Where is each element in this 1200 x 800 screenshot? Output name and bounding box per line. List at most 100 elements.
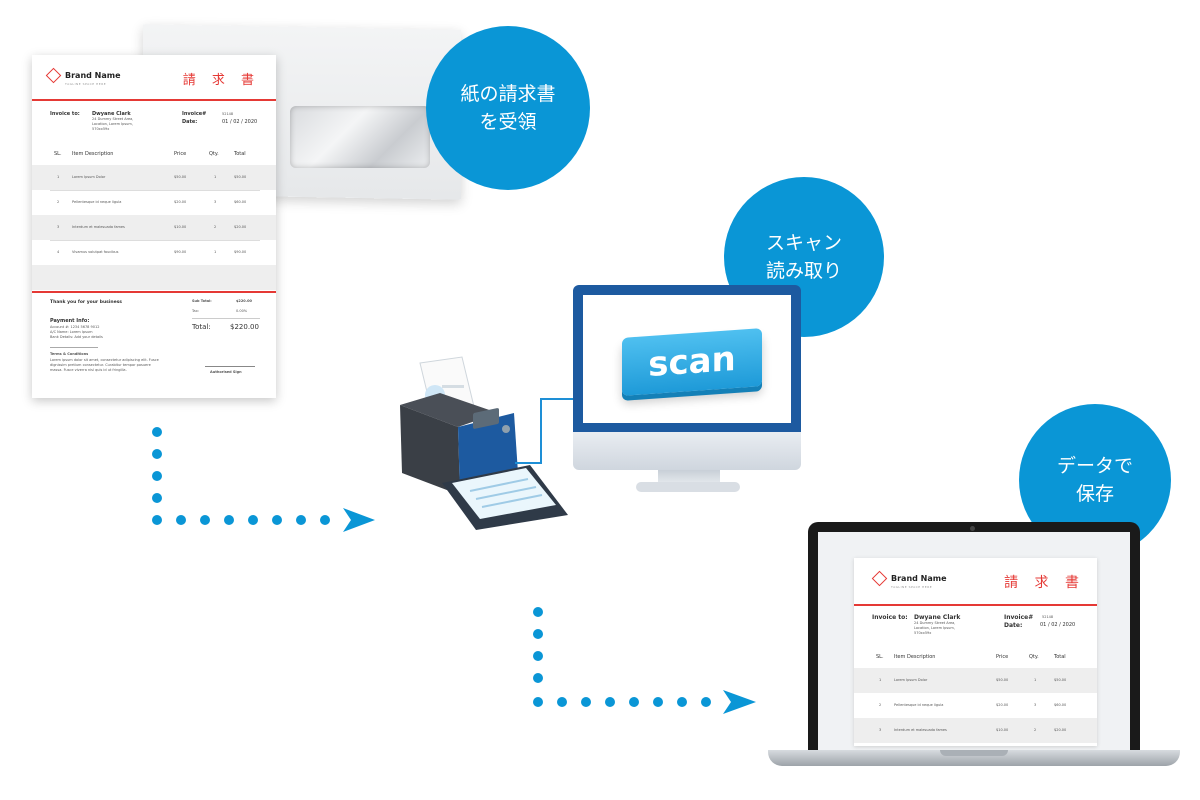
digital-client-name: Dwyane Clark <box>914 614 961 621</box>
row-total: $20.00 <box>234 225 247 229</box>
scan-button[interactable]: scan <box>622 328 762 396</box>
step-save-line2: 保存 <box>1075 483 1114 505</box>
row-bg-5 <box>32 265 276 290</box>
terms-line-2: dignissim pretium consectetur. Curabitur… <box>50 363 151 367</box>
row-sl: 2 <box>57 200 60 204</box>
row-sl: 3 <box>57 225 60 229</box>
row-qty: 1 <box>214 175 217 179</box>
row-sl: 3 <box>879 728 882 732</box>
digital-header-divider <box>854 604 1097 606</box>
row-desc: Lorem Ipsum Dolor <box>72 175 106 179</box>
digital-date-label: Date: <box>1004 622 1023 629</box>
row-price: $20.00 <box>996 703 1009 707</box>
row-price: $20.00 <box>174 200 187 204</box>
row-bg-3 <box>32 215 276 240</box>
scanned-line <box>475 486 537 500</box>
client-name: Dwyane Clark <box>92 111 131 117</box>
row-qty: 2 <box>214 225 217 229</box>
col-desc: Item Description <box>72 151 114 157</box>
row-qty: 3 <box>214 200 217 204</box>
step-scan-line2: 読み取り <box>765 260 842 282</box>
row-bg-1 <box>32 165 276 190</box>
row-price: $10.00 <box>996 728 1009 732</box>
col-qty: Qty. <box>209 151 219 157</box>
digital-col-total: Total <box>1054 654 1066 660</box>
digital-client-address-2: Location, Lorem Ipsum, <box>914 626 955 630</box>
client-address-1: 24 Dummy Street Area, <box>92 117 134 121</box>
row-price: $10.00 <box>174 225 187 229</box>
row-desc: Interdum et malesuada fames <box>72 225 125 229</box>
invoice-no-label: Invoice# <box>182 111 207 117</box>
row-desc: Pellentesque id neque ligula <box>72 200 122 204</box>
digital-tagline: TAGLINE SPACE HERE <box>891 585 933 589</box>
payment-info-label: Payment Info: <box>50 318 90 324</box>
client-address-3: 570xx59x <box>92 127 110 131</box>
client-address-2: Location, Lorem Ipsum, <box>92 122 133 126</box>
row-price: $50.00 <box>996 678 1009 682</box>
paper-line <box>442 385 464 388</box>
brand-logo-icon <box>871 570 888 587</box>
row-price: $50.00 <box>174 175 187 179</box>
row-total: $60.00 <box>1054 703 1067 707</box>
row-price: $90.00 <box>174 250 187 254</box>
cable <box>515 462 542 464</box>
total-divider <box>192 318 260 319</box>
brand-tagline: TAGLINE SPACE HERE <box>65 82 107 86</box>
paper-invoice: Brand Name TAGLINE SPACE HERE 請 求 書 Invo… <box>32 55 276 398</box>
signature-line <box>205 366 255 367</box>
laptop-camera <box>970 526 975 531</box>
digital-client-address-1: 24 Dummy Street Area, <box>914 621 956 625</box>
digital-invoice-title: 請 求 書 <box>1004 575 1085 591</box>
digital-col-sl: SL. <box>876 654 884 660</box>
laptop-base <box>768 750 1180 766</box>
document-scanner <box>400 356 568 530</box>
monitor-base <box>636 482 740 492</box>
digital-col-desc: Item Description <box>894 654 936 660</box>
scanner-left-side <box>400 405 460 495</box>
digital-invoice: Brand Name TAGLINE SPACE HERE 請 求 書 Invo… <box>854 558 1097 746</box>
terms-divider <box>50 347 98 348</box>
step-scan-line1: スキャン <box>765 232 842 254</box>
digital-brand: Brand Name <box>871 570 947 587</box>
total-value: $220.00 <box>230 323 259 331</box>
brand-name: Brand Name <box>45 67 121 84</box>
row-total: $20.00 <box>1054 728 1067 732</box>
laptop-notch <box>940 750 1008 756</box>
row-divider <box>50 240 260 241</box>
digital-row-bg-1 <box>854 668 1097 693</box>
digital-row-bg-3 <box>854 718 1097 743</box>
row-sl: 4 <box>57 250 60 254</box>
row-divider <box>50 190 260 191</box>
subtotal-value: $220.00 <box>236 299 252 303</box>
tax-label: Tax: <box>192 309 199 313</box>
monitor-chin <box>573 432 801 470</box>
terms-line-1: Lorem ipsum dolor sit amet, consectetur … <box>50 358 159 362</box>
thanks-text: Thank you for your business <box>50 300 122 305</box>
step-receive-line1: 紙の請求書 <box>460 83 556 105</box>
invoice-title: 請 求 書 <box>182 73 260 88</box>
invoice-no: 52148 <box>222 112 234 116</box>
scanner-power-button <box>502 425 510 433</box>
invoice-to-label: Invoice to: <box>50 111 80 117</box>
payment-account: Account #: 1234 5678 9012 <box>50 325 100 329</box>
scanned-line <box>469 478 529 492</box>
row-total: $60.00 <box>234 200 247 204</box>
header-divider <box>32 99 276 101</box>
terms-line-3: massa. Fusce viverra nisl quis id ut fri… <box>50 368 127 372</box>
step-save-line1: データで <box>1056 455 1133 477</box>
scanned-line <box>481 494 543 508</box>
date-label: Date: <box>182 119 198 125</box>
dotted-arrow-1 <box>152 427 375 532</box>
digital-invoice-no: 52148 <box>1042 615 1054 619</box>
row-total: $90.00 <box>234 250 247 254</box>
digital-invoice-to-label: Invoice to: <box>872 614 908 621</box>
dotted-arrow-2 <box>533 607 756 714</box>
digital-col-qty: Qty. <box>1029 654 1039 660</box>
row-qty: 2 <box>1034 728 1037 732</box>
row-desc: Lorem Ipsum Dolor <box>894 678 928 682</box>
col-total: Total <box>234 151 246 157</box>
row-desc: Interdum et malesuada fames <box>894 728 947 732</box>
row-desc: Pellentesque id neque ligula <box>894 703 944 707</box>
cable <box>540 400 542 464</box>
